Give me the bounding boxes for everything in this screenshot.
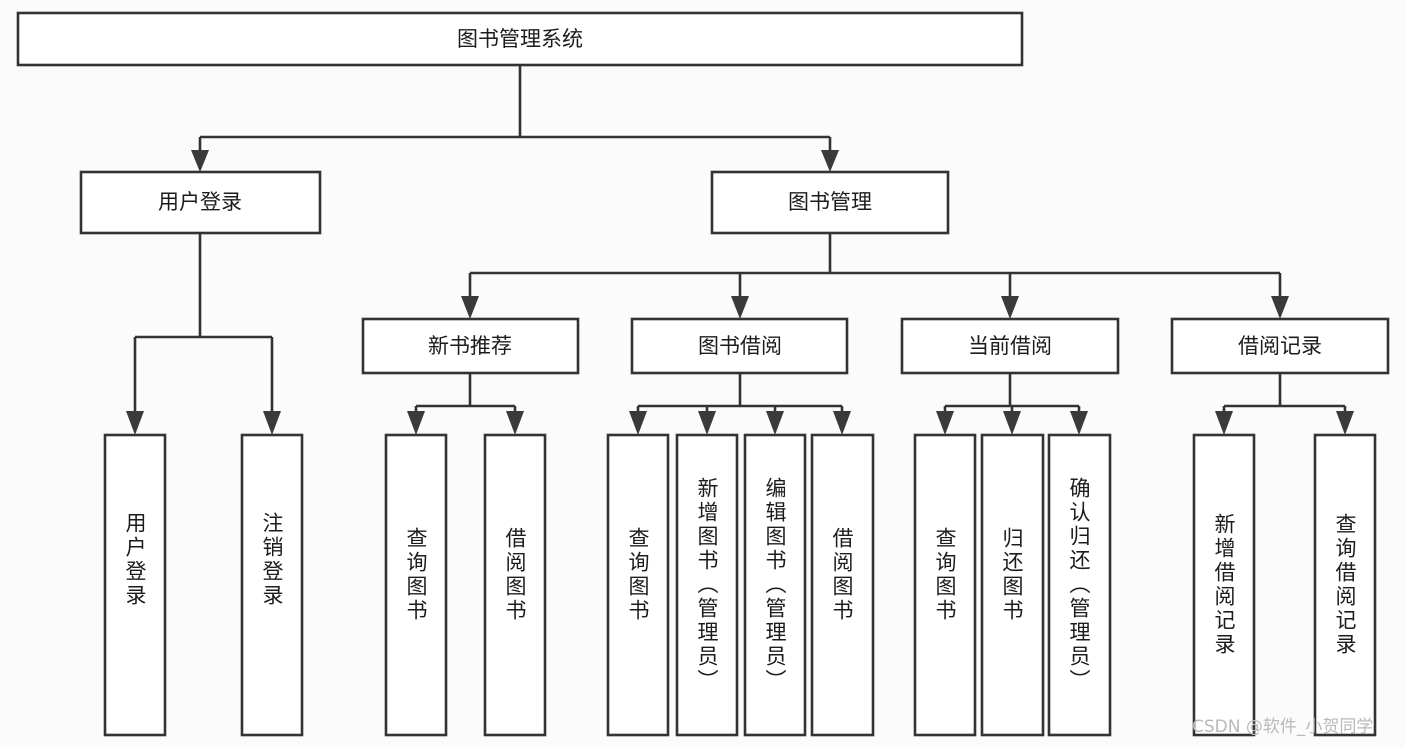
leaf-logout-label: 注销登录: [260, 512, 284, 608]
leaf-borrow-query-box[interactable]: [606, 433, 670, 737]
arrow-head-icon: [1003, 411, 1021, 435]
leaf-newbook-query-box[interactable]: [384, 433, 448, 737]
leaf-current-query-box[interactable]: [913, 433, 977, 737]
leaf-record-query-box[interactable]: [1313, 433, 1377, 737]
node-current-borrow-label: 当前借阅: [968, 334, 1052, 358]
node-borrow-record[interactable]: 借阅记录: [1170, 317, 1390, 375]
node-root[interactable]: 图书管理系统: [16, 11, 1024, 67]
node-user-login-label: 用户登录: [158, 190, 242, 214]
leaf-node[interactable]: 新增借阅记录: [1192, 433, 1256, 737]
leaf-node[interactable]: 归还图书: [980, 433, 1045, 737]
leaf-current-return-box[interactable]: [980, 433, 1045, 737]
arrow-head-icon: [461, 296, 479, 319]
leaf-node[interactable]: 借阅图书: [810, 433, 875, 737]
leaf-borrow-lend-box[interactable]: [810, 433, 875, 737]
leaf-current-confirm-label: 确认归还（管理员）: [1067, 477, 1091, 693]
leaf-node[interactable]: 确认归还（管理员）: [1047, 433, 1112, 737]
leaf-record-query-label: 查询借阅记录: [1333, 513, 1357, 657]
leaf-node[interactable]: 查询图书: [606, 433, 670, 737]
arrow-head-icon: [698, 411, 716, 435]
watermark-label: CSDN @软件_小贺同学: [1192, 717, 1373, 737]
leaf-borrow-lend-label: 借阅图书: [830, 527, 854, 623]
node-book-borrow[interactable]: 图书借阅: [630, 317, 849, 375]
node-new-book-recommend-box[interactable]: [361, 317, 580, 375]
arrow-head-icon: [629, 411, 647, 435]
arrow-head-icon: [821, 150, 839, 172]
leaf-current-query-label: 查询图书: [933, 527, 957, 623]
leaf-node[interactable]: 查询图书: [913, 433, 977, 737]
leaf-user-login-box[interactable]: [103, 433, 167, 737]
node-book-management[interactable]: 图书管理: [710, 170, 950, 235]
node-root-label: 图书管理系统: [457, 27, 583, 51]
leaf-record-add-label: 新增借阅记录: [1212, 513, 1236, 657]
arrow-head-icon: [126, 411, 144, 435]
leaf-node[interactable]: 注销登录: [240, 433, 304, 737]
node-current-borrow-box[interactable]: [900, 317, 1120, 375]
node-current-borrow[interactable]: 当前借阅: [900, 317, 1120, 375]
node-book-borrow-box[interactable]: [630, 317, 849, 375]
connector-layer: [126, 65, 1354, 435]
node-borrow-record-box[interactable]: [1170, 317, 1390, 375]
node-root-box[interactable]: [16, 11, 1024, 67]
leaf-borrow-edit-box[interactable]: [743, 433, 807, 737]
arrow-head-icon: [1001, 296, 1019, 319]
leaf-borrow-add-box[interactable]: [675, 433, 739, 737]
leaf-record-add-box[interactable]: [1192, 433, 1256, 737]
leaf-borrow-add-label: 新增图书（管理员）: [695, 477, 719, 693]
arrow-head-icon: [1070, 411, 1088, 435]
arrow-head-icon: [731, 296, 749, 319]
node-new-book-recommend-label: 新书推荐: [428, 334, 512, 358]
arrow-head-icon: [407, 411, 425, 435]
leaf-node[interactable]: 用户登录: [103, 433, 167, 737]
leaf-newbook-borrow-box[interactable]: [483, 433, 547, 737]
arrow-head-icon: [191, 150, 209, 172]
leaf-borrow-edit-label: 编辑图书（管理员）: [763, 477, 787, 693]
leaf-node[interactable]: 编辑图书（管理员）: [743, 433, 807, 737]
node-book-borrow-label: 图书借阅: [698, 334, 782, 358]
leaf-current-confirm-box[interactable]: [1047, 433, 1112, 737]
arrow-head-icon: [1215, 411, 1233, 435]
arrow-head-icon: [936, 411, 954, 435]
leaf-newbook-query-label: 查询图书: [404, 527, 428, 623]
node-new-book-recommend[interactable]: 新书推荐: [361, 317, 580, 375]
arrow-head-icon: [1336, 411, 1354, 435]
arrow-head-icon: [506, 411, 524, 435]
leaf-node[interactable]: 查询借阅记录: [1313, 433, 1377, 737]
node-book-management-box[interactable]: [710, 170, 950, 235]
leaf-node[interactable]: 新增图书（管理员）: [675, 433, 739, 737]
node-book-management-label: 图书管理: [788, 190, 872, 214]
arrow-head-icon: [833, 411, 851, 435]
arrow-head-icon: [263, 411, 281, 435]
leaf-node[interactable]: 查询图书: [384, 433, 448, 737]
leaf-newbook-borrow-label: 借阅图书: [503, 527, 527, 623]
leaf-borrow-query-label: 查询图书: [626, 527, 650, 623]
node-borrow-record-label: 借阅记录: [1238, 334, 1322, 358]
node-user-login[interactable]: 用户登录: [79, 170, 322, 235]
leaf-logout-box[interactable]: [240, 433, 304, 737]
arrow-head-icon: [1271, 296, 1289, 319]
leaf-current-return-label: 归还图书: [1000, 527, 1024, 623]
arrow-head-icon: [766, 411, 784, 435]
leaf-user-login-label: 用户登录: [123, 512, 147, 608]
node-user-login-box[interactable]: [79, 170, 322, 235]
leaf-node[interactable]: 借阅图书: [483, 433, 547, 737]
